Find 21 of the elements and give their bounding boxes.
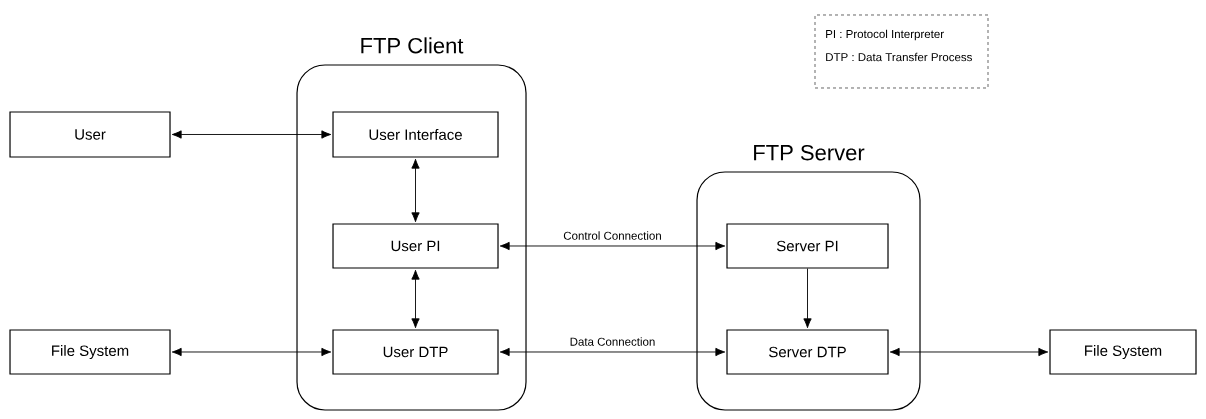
arrow <box>499 347 726 357</box>
arrow <box>499 241 726 251</box>
edge-label: Data Connection <box>568 336 657 347</box>
arrow <box>171 130 332 139</box>
arrow <box>171 347 332 357</box>
process-box: User <box>9 111 171 158</box>
process-box: Server DTP <box>726 329 889 375</box>
arrow <box>411 158 420 223</box>
process-box: User Interface <box>332 111 499 158</box>
group-title: FTP Server <box>754 144 865 161</box>
arrow <box>803 268 812 329</box>
process-box: File System <box>1049 329 1197 375</box>
arrow <box>411 269 420 329</box>
arrow <box>889 347 1049 357</box>
process-box: File System <box>9 329 171 375</box>
note-box: PI : Protocol Interpreter DTP : Data Transfer Process <box>814 14 989 89</box>
edge-label: Control Connection <box>562 230 663 241</box>
group-title: FTP Client <box>361 37 464 54</box>
process-box: User PI <box>332 223 499 269</box>
process-box: User DTP <box>332 329 499 375</box>
process-box: Server PI <box>726 223 889 269</box>
